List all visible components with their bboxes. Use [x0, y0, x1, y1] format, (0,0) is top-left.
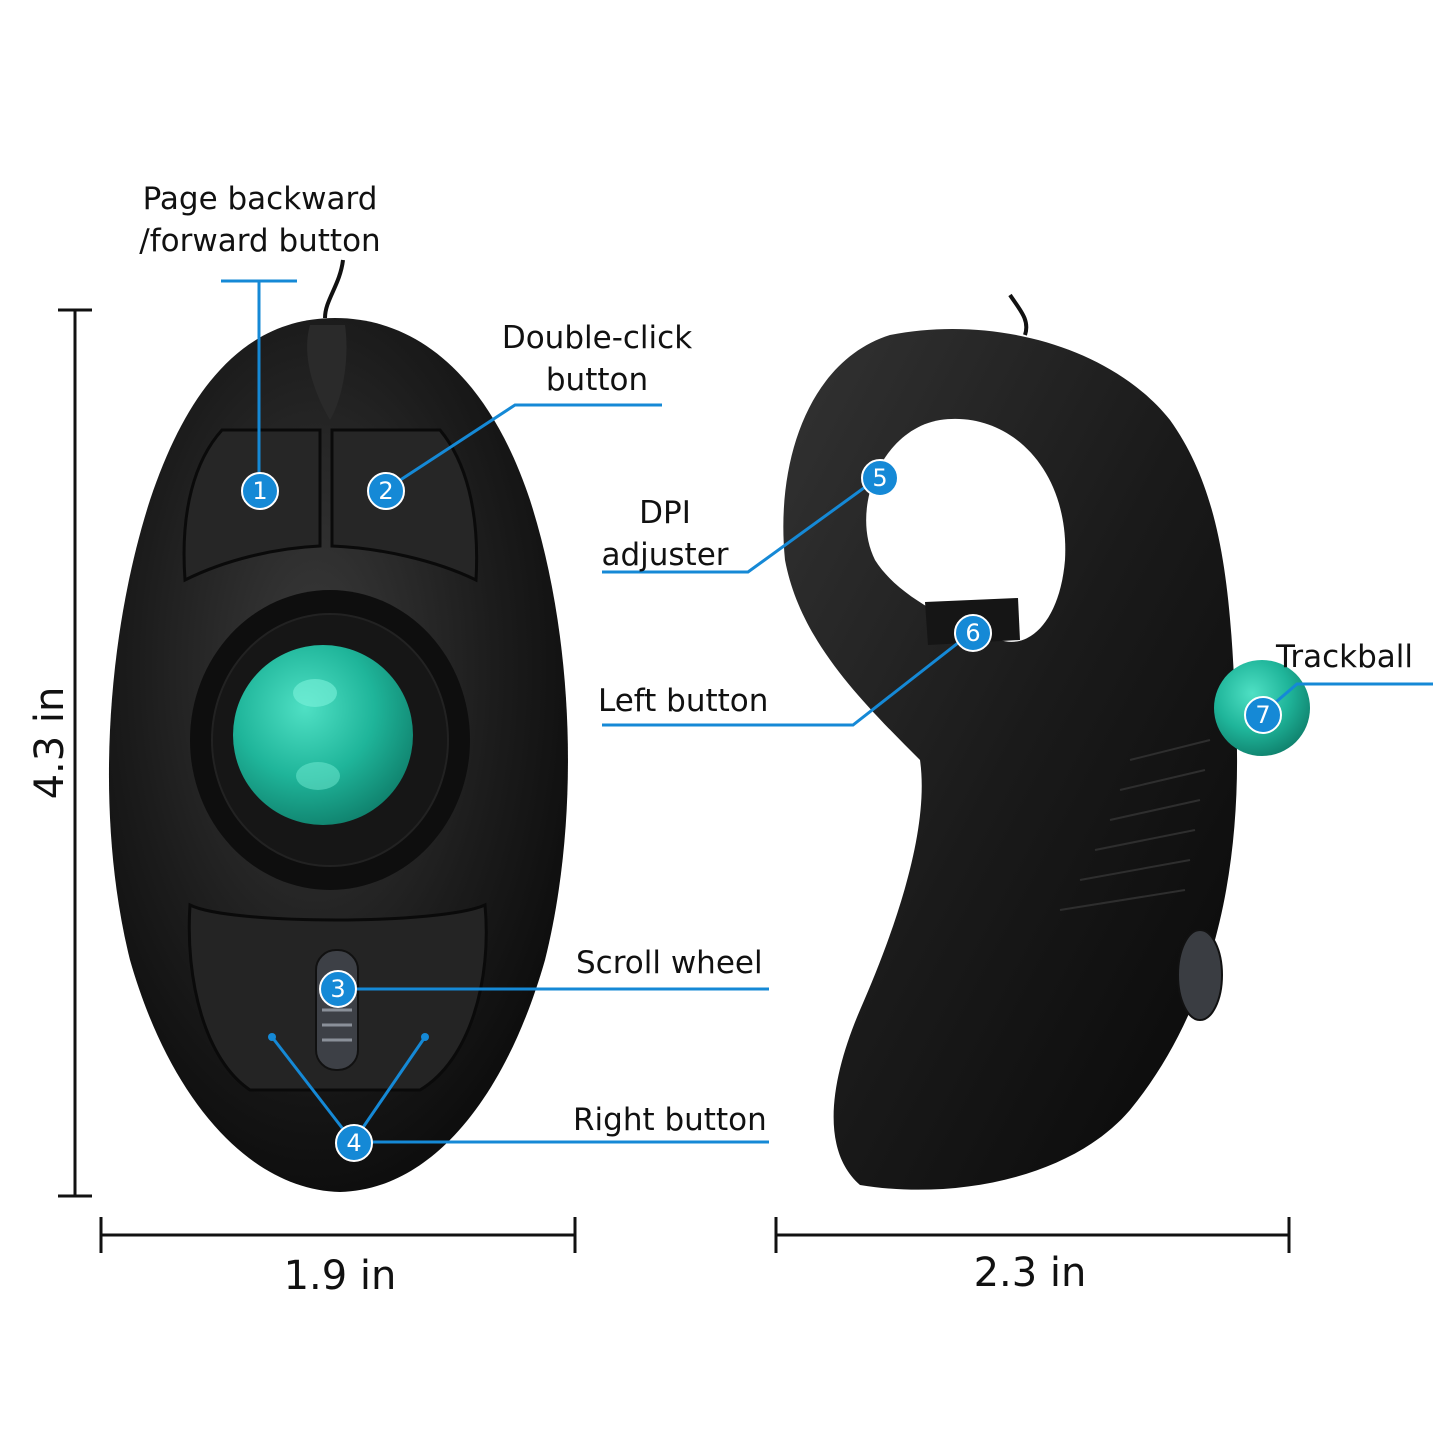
- leader-4b: [351, 1036, 427, 1143]
- leader-5: [602, 475, 880, 574]
- side-scroll-wheel[interactable]: [1177, 929, 1223, 1021]
- badge-3: 3: [319, 970, 357, 1008]
- side-view-mouse: [783, 293, 1310, 1190]
- front-cable: [323, 259, 345, 319]
- callout-lines: [221, 279, 1433, 1144]
- leader-6: [602, 630, 973, 727]
- trackball-highlight: [293, 679, 337, 707]
- badge-1: 1: [241, 472, 279, 510]
- front-view-mouse: [108, 259, 568, 1192]
- badge-7: 7: [1244, 696, 1282, 734]
- nose-ridge: [307, 325, 347, 420]
- label-dpi-adjuster: DPI adjuster: [601, 495, 729, 573]
- side-grip-texture: [1059, 739, 1211, 911]
- dimension-side-width: 2.3 in: [973, 1250, 1087, 1296]
- side-cable: [1008, 293, 1029, 336]
- dimension-front-width: 1.9 in: [283, 1253, 397, 1299]
- side-ring-hole: [866, 418, 1066, 642]
- badge-5: 5: [861, 459, 899, 497]
- callout-dots: [268, 1033, 429, 1041]
- dimension-height: 4.3 in: [27, 686, 73, 800]
- front-trackball[interactable]: [233, 645, 413, 825]
- label-page-backward: Page backward /forward button: [139, 181, 381, 259]
- dimension-lines: [58, 308, 1291, 1253]
- leader-2: [384, 403, 662, 492]
- label-scroll-wheel: Scroll wheel: [576, 945, 763, 981]
- leader-4a: [270, 1036, 355, 1143]
- trackball-highlight-2: [296, 762, 340, 790]
- label-double-click: Double-click button: [501, 320, 693, 398]
- label-trackball: Trackball: [1276, 639, 1414, 675]
- double-click-button[interactable]: [330, 428, 479, 583]
- badge-6: 6: [954, 614, 992, 652]
- badge-2: 2: [367, 472, 405, 510]
- label-left-button: Left button: [598, 683, 769, 719]
- badge-4: 4: [335, 1124, 373, 1162]
- label-right-button: Right button: [573, 1102, 767, 1138]
